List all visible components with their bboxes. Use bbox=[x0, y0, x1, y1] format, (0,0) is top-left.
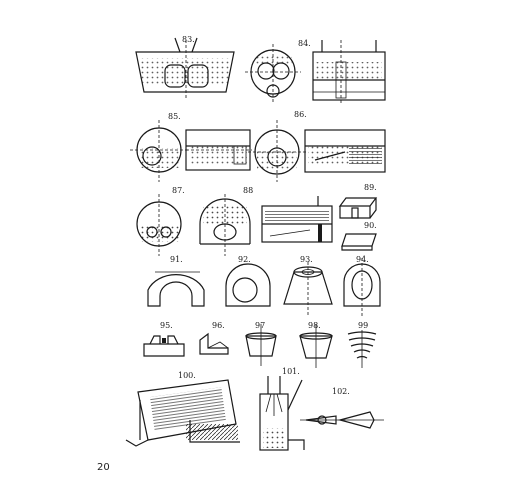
figure-label: 102. bbox=[332, 387, 350, 396]
figure-label: 83. bbox=[182, 35, 195, 44]
figure-label: 100. bbox=[178, 371, 196, 380]
figure-label: 90. bbox=[364, 221, 377, 230]
figure-88: 88 bbox=[199, 186, 253, 256]
figure-label: 86. bbox=[294, 110, 307, 119]
page-number: 20 bbox=[97, 462, 110, 473]
figure-label: 99 bbox=[358, 321, 368, 330]
figure-label: 94. bbox=[356, 255, 369, 264]
figure-label: 88 bbox=[243, 186, 253, 195]
figure-93: 93. bbox=[283, 255, 333, 316]
figure-85: 85. bbox=[130, 112, 188, 182]
figure-99: 99 bbox=[347, 321, 377, 368]
figure-96: 96. bbox=[199, 321, 229, 355]
figure-88-side bbox=[261, 196, 333, 243]
figure-102: 102. bbox=[300, 387, 384, 429]
figure-91: 91. bbox=[147, 255, 205, 307]
figure-label: 96. bbox=[212, 321, 225, 330]
figure-92: 92. bbox=[225, 255, 271, 307]
figure-94: 94. bbox=[343, 255, 381, 316]
figure-87: 87. bbox=[136, 186, 185, 256]
figure-89: 89. bbox=[338, 183, 378, 219]
figure-label: 84. bbox=[298, 39, 311, 48]
figure-label: 93. bbox=[300, 255, 313, 264]
figure-86-side bbox=[304, 129, 386, 173]
figure-label: 98. bbox=[308, 321, 321, 330]
figure-label: 101. bbox=[282, 367, 300, 376]
figure-84: 84. bbox=[298, 39, 386, 104]
figure-label: 89. bbox=[364, 183, 377, 192]
figure-label: 97 bbox=[255, 321, 265, 330]
figure-100: 100. bbox=[125, 371, 240, 447]
figure-90: 90. bbox=[341, 221, 377, 251]
figure-label: 85. bbox=[168, 112, 181, 121]
figure-label: 87. bbox=[172, 186, 185, 195]
figure-86: 86. bbox=[248, 110, 307, 182]
figure-101: 101. bbox=[259, 367, 305, 451]
figure-98: 98. bbox=[299, 321, 333, 368]
figure-95: 95. bbox=[143, 321, 185, 357]
figure-83-section bbox=[245, 44, 301, 104]
figure-label: 95. bbox=[160, 321, 173, 330]
figure-83: 83. bbox=[135, 35, 235, 98]
figure-label: 92. bbox=[238, 255, 251, 264]
figure-85-side bbox=[185, 129, 252, 171]
figure-label: 91. bbox=[170, 255, 183, 264]
figure-97: 97 bbox=[245, 321, 277, 366]
